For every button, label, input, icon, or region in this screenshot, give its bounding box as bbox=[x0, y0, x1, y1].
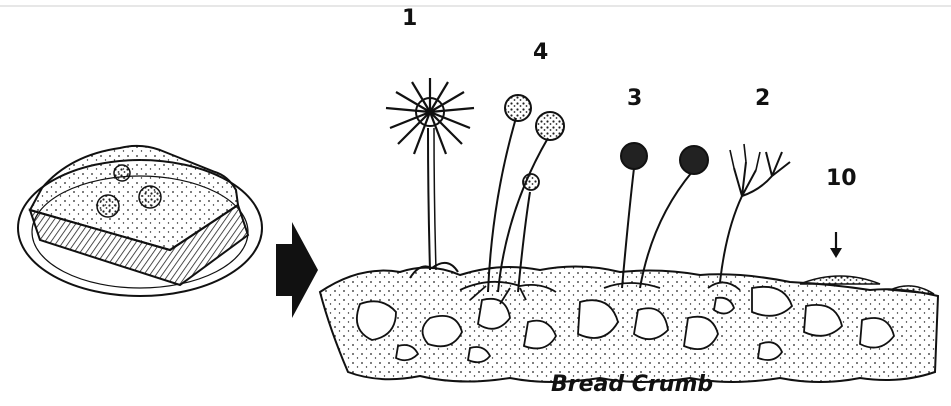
label-1: 1 bbox=[402, 6, 417, 31]
label-2: 2 bbox=[755, 86, 770, 111]
mold-2-fruiting-body bbox=[708, 144, 790, 290]
mold-3-fruiting-body bbox=[604, 143, 708, 288]
mold-spot bbox=[97, 195, 119, 217]
caption-bread-crumb: Bread Crumb bbox=[551, 372, 713, 397]
right-arrow-icon bbox=[276, 222, 318, 318]
label-10: 10 bbox=[826, 166, 857, 191]
down-arrow-icon bbox=[830, 232, 842, 258]
label-3: 3 bbox=[627, 86, 642, 111]
mold-spot bbox=[139, 186, 161, 208]
moldy-bread-plate bbox=[18, 146, 262, 296]
mold-spot bbox=[114, 165, 130, 181]
mold-1-fruiting-body bbox=[386, 78, 474, 278]
label-4: 4 bbox=[533, 40, 548, 65]
